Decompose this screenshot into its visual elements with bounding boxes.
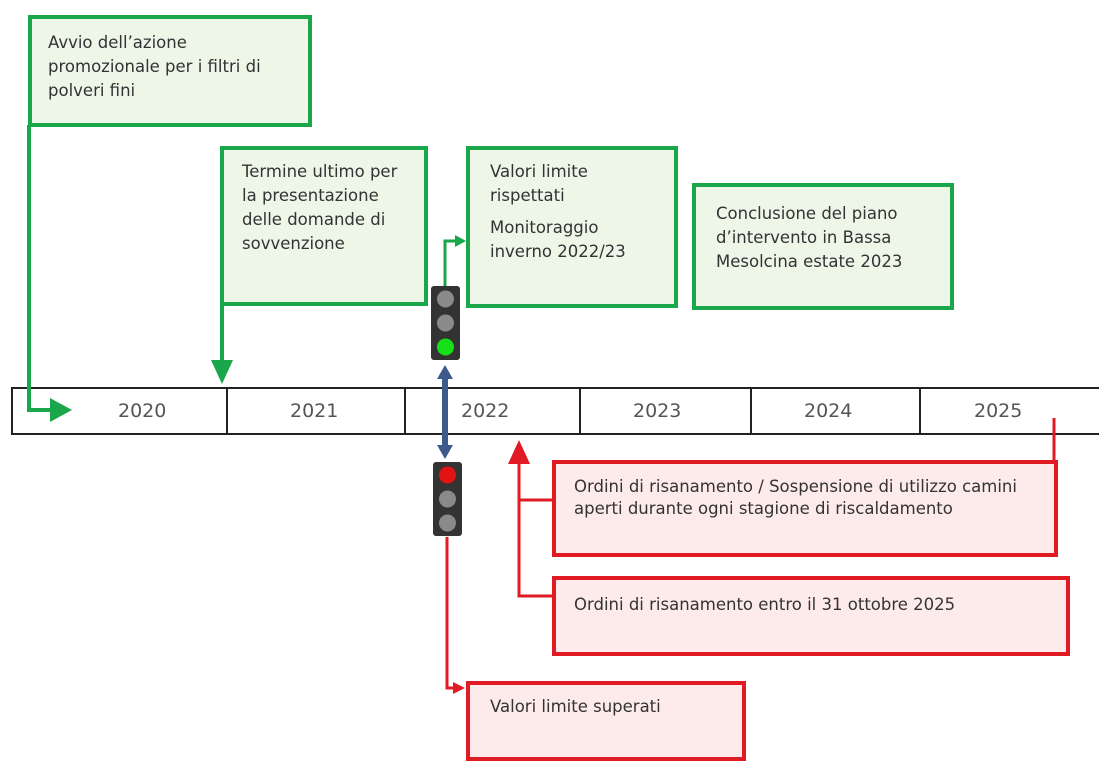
green-light-connector [443, 235, 466, 288]
arrow-down-icon [211, 360, 233, 384]
note-ordini-sospensione-text: Ordini di risanamento / Sospensione di u… [574, 477, 1017, 518]
note-termine-text: Termine ultimo per la presentazione dell… [242, 162, 398, 253]
note-conclusione-text: Conclusione del piano d’intervento in Ba… [716, 204, 903, 271]
year-label: 2020 [118, 400, 167, 422]
year-label: 2021 [290, 400, 339, 422]
note-avvio-text: Avvio dell’azione promozionale per i fil… [48, 33, 261, 100]
year-label: 2022 [461, 400, 510, 422]
note-monitoraggio-text: Monitoraggio inverno 2022/23 [490, 218, 626, 261]
arrow-right-icon [453, 682, 465, 694]
avvio-connector [27, 125, 72, 422]
note-avvio: Avvio dell’azione promozionale per i fil… [28, 15, 312, 127]
note-ordini-sospensione: Ordini di risanamento / Sospensione di u… [552, 460, 1058, 557]
note-ordini-entro-text: Ordini di risanamento entro il 31 ottobr… [574, 595, 956, 614]
note-conclusione: Conclusione del piano d’intervento in Ba… [692, 183, 954, 310]
arrow-right-icon [455, 235, 466, 247]
timeline-bar [11, 387, 1099, 435]
traffic-light-green-icon [431, 286, 460, 360]
red-light-connector [445, 537, 465, 694]
arrow-down-icon [437, 445, 453, 459]
note-valori-rispettati-text: Valori limite rispettati [490, 162, 588, 205]
year-label: 2024 [804, 400, 853, 422]
arrow-right-icon [50, 398, 72, 422]
note-termine: Termine ultimo per la presentazione dell… [220, 146, 428, 306]
note-valori-superati-text: Valori limite superati [490, 697, 661, 716]
note-valori-rispettati: Valori limite rispettati Monitoraggio in… [466, 146, 678, 308]
arrow-up-icon [508, 440, 530, 464]
note-valori-superati: Valori limite superati [466, 681, 746, 761]
arrow-up-icon [437, 365, 453, 379]
year-label: 2023 [633, 400, 682, 422]
note-ordini-entro: Ordini di risanamento entro il 31 ottobr… [552, 576, 1070, 656]
traffic-light-red-icon [433, 462, 462, 536]
termine-connector [211, 305, 233, 384]
blue-double-arrow [437, 365, 453, 459]
year-label: 2025 [974, 400, 1023, 422]
red-2022-connector [508, 440, 552, 598]
